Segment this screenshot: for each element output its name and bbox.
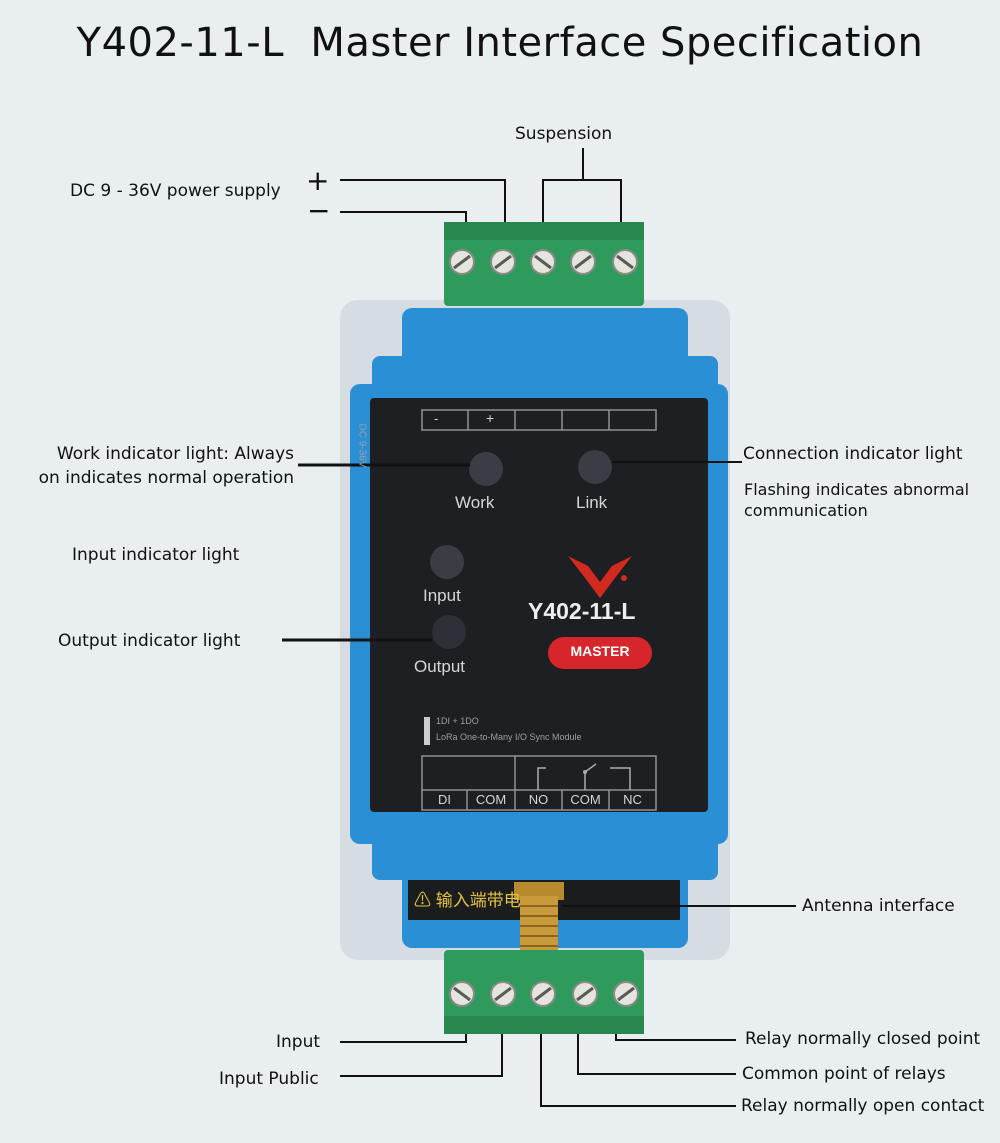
output-light-label: Output indicator light (58, 631, 241, 651)
plus-sign: + (306, 164, 330, 197)
work-led (469, 452, 503, 486)
power-plus-print: + (486, 410, 495, 426)
terminal-label-nc: NC (623, 792, 642, 807)
antenna-connector (514, 882, 564, 958)
link-led-label: Link (576, 493, 608, 512)
connection-light-label: Connection indicator light (743, 444, 963, 464)
input-public-label: Input Public (219, 1069, 319, 1089)
suspension-bracket (542, 179, 622, 222)
suspension-label: Suspension (515, 124, 613, 144)
relay-com-label: Common point of relays (742, 1064, 946, 1084)
bottom-terminal-block (444, 950, 644, 1034)
input-led (430, 545, 464, 579)
device-face (370, 398, 708, 812)
power-label-strip (421, 409, 657, 431)
page-title: Y402-11-L Master Interface Specification (76, 20, 924, 66)
relay-no-leader (540, 1034, 736, 1107)
terminal-label-no: NO (528, 792, 549, 807)
spec-marker (424, 717, 430, 745)
master-badge-text: MASTER (570, 643, 630, 659)
terminal-legend (421, 755, 657, 811)
top-screw-terminals (449, 249, 638, 275)
relay-com-leader (577, 1034, 736, 1075)
work-light-label-line-2: on indicates normal operation (38, 468, 294, 488)
top-terminal-block (444, 222, 644, 306)
relay-nc-label: Relay normally closed point (745, 1029, 981, 1049)
output-led-label: Output (414, 657, 466, 676)
bottom-screw-terminals (449, 981, 639, 1007)
input-leader (340, 1034, 467, 1043)
link-led (578, 450, 612, 484)
relay-nc-leader (615, 1034, 736, 1041)
work-light-label-line-1: Work indicator light: Always (56, 444, 294, 464)
output-led (432, 615, 466, 649)
master-badge (548, 637, 652, 669)
input-label: Input (276, 1032, 321, 1052)
antenna-label: Antenna interface (802, 896, 955, 916)
minus-sign: − (307, 194, 331, 227)
spec-line-2: LoRa One-to-Many I/O Sync Module (436, 732, 582, 742)
input-public-leader (340, 1034, 503, 1077)
plus-line (340, 179, 506, 222)
brand-logo (568, 556, 632, 598)
spec-line-1: 1DI + 1DO (436, 716, 479, 726)
connection-note-line-1: Flashing indicates abnormal (744, 480, 970, 499)
terminal-label-com-relay: COM (570, 792, 601, 807)
terminal-label-com-input: COM (475, 792, 507, 807)
connection-note-line-2: communication (744, 501, 868, 520)
power-supply-label: DC 9 - 36V power supply (70, 181, 281, 201)
terminal-label-di: DI (438, 792, 451, 807)
leader-lines (282, 148, 796, 1107)
work-led-label: Work (455, 493, 495, 512)
side-voltage-print: DC 9-36V (356, 423, 368, 468)
input-light-label: Input indicator light (72, 545, 240, 565)
logo-dot (621, 575, 627, 581)
device-model: Y402-11-L (528, 598, 636, 624)
power-minus-print: - (434, 411, 439, 426)
minus-line (340, 211, 467, 222)
input-led-label: Input (423, 586, 461, 605)
warning-label: ⚠ 输入端带电 (414, 891, 521, 910)
relay-no-label: Relay normally open contact (741, 1096, 985, 1116)
